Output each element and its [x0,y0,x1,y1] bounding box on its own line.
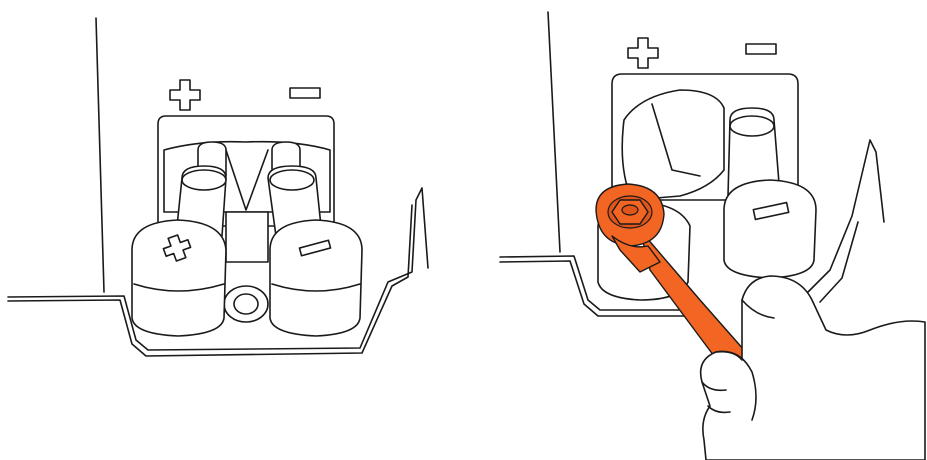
hand-icon [701,276,925,460]
positive-post-ring [182,170,226,190]
plus-sign-icon-right [628,38,658,68]
drain-hole-inner [234,294,258,314]
right-panel [500,12,925,460]
hand-palm [701,276,925,460]
floor-right-edge-2 [820,222,858,302]
plus-sign-icon [170,80,200,110]
negative-cap-right [724,180,816,278]
negative-post-right-ring [730,116,774,136]
wrench-nut-bolt [622,205,638,215]
left-panel [8,18,428,356]
positive-post-right [622,90,724,200]
wall-edge [96,18,104,292]
minus-sign-icon-right [746,44,776,54]
minus-sign-icon [290,88,320,98]
center-block [226,212,268,262]
negative-cap-body [270,220,362,336]
negative-post-ring [270,170,314,190]
wall-edge-right [548,12,560,252]
